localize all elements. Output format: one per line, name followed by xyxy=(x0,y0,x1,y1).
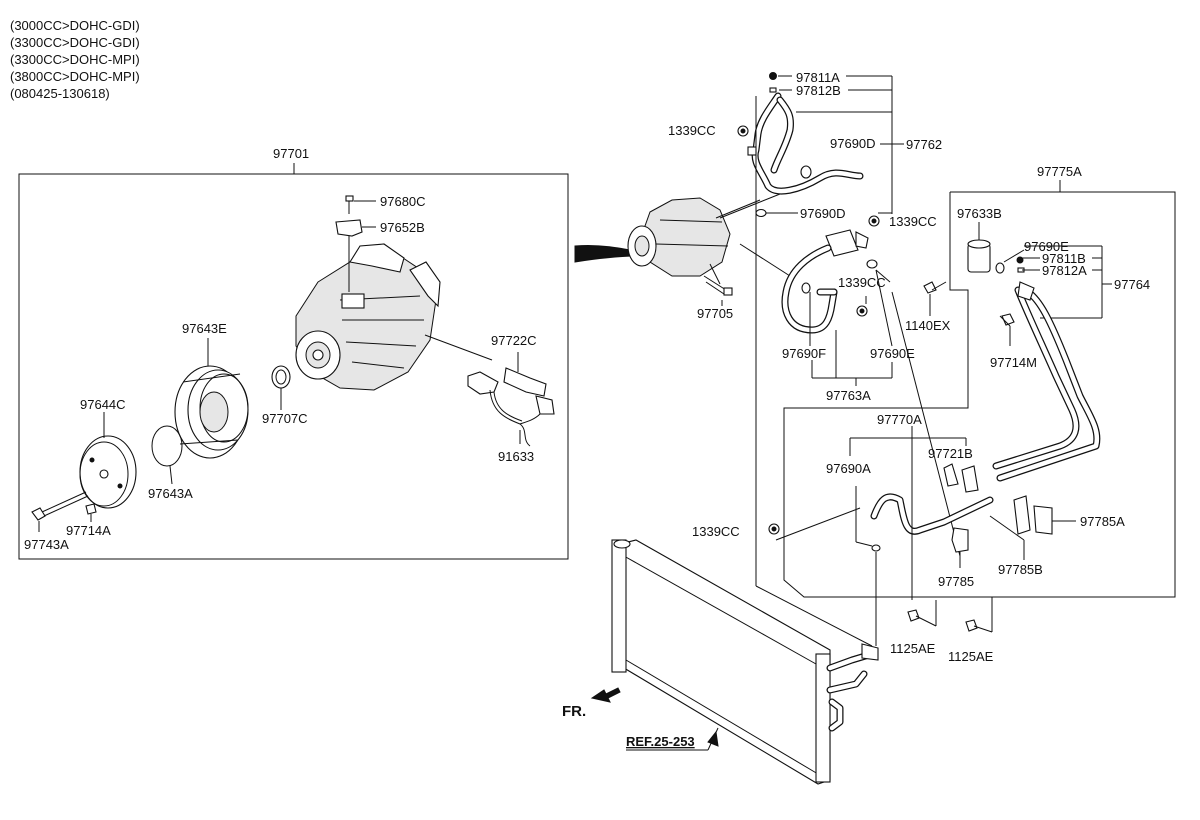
label-97785A: 97785A xyxy=(1080,514,1125,529)
wiring-91633-drawing xyxy=(467,371,555,447)
label-97690A: 97690A xyxy=(826,461,871,476)
hose-97770A-drawing xyxy=(849,426,994,646)
label-1339CC-d: 1339CC xyxy=(692,524,740,539)
hose-97762-drawing xyxy=(719,72,904,219)
label-97643E: 97643E xyxy=(182,321,227,336)
center-compressor-drawing xyxy=(627,197,791,285)
nut-1339CC-a-drawing xyxy=(737,96,757,586)
label-97812B: 97812B xyxy=(796,83,841,98)
label-97714A: 97714A xyxy=(66,523,111,538)
compressor-assembly-group: 97701 97680C 97652B xyxy=(18,146,569,560)
label-1339CC-b: 1339CC xyxy=(889,214,937,229)
applicability-header: (3000CC>DOHC-GDI) (3300CC>DOHC-GDI) (330… xyxy=(10,18,140,101)
label-1140EX: 1140EX xyxy=(905,318,951,333)
compressor-drawing xyxy=(295,243,493,391)
label-97707C: 97707C xyxy=(262,411,308,426)
label-97722C: 97722C xyxy=(491,333,537,348)
label-97690E-b: 97690E xyxy=(1024,239,1069,254)
hose-group-97775A: 97775A 97633B 97690E xyxy=(692,164,1176,646)
hose-97763A-drawing xyxy=(781,229,961,557)
bracket-97785A-drawing xyxy=(989,495,1076,560)
hub-97644C-drawing xyxy=(79,412,137,509)
pulley-97643E-drawing xyxy=(174,338,249,459)
valve-97633B-drawing xyxy=(967,222,991,273)
label-97690F: 97690F xyxy=(782,346,826,361)
hose-97764-drawing xyxy=(992,245,1112,482)
nut-1339CC-b-drawing xyxy=(868,215,880,227)
coil-97707C-drawing xyxy=(271,365,291,410)
bolt-97714M-drawing xyxy=(999,313,1015,346)
header-line: (3300CC>DOHC-GDI) xyxy=(10,35,140,50)
label-1339CC-a: 1339CC xyxy=(668,123,716,138)
label-97743A: 97743A xyxy=(24,537,69,552)
label-97690D-b: 97690D xyxy=(800,206,846,221)
label-97721B: 97721B xyxy=(928,446,973,461)
bolt-97743A-drawing xyxy=(31,491,89,532)
group-97775A-frame xyxy=(783,191,1176,598)
label-1125AE-a: 1125AE xyxy=(890,641,936,656)
label-97811B: 97811B xyxy=(1042,251,1086,266)
label-97644C: 97644C xyxy=(80,397,126,412)
bracket-97652B-drawing xyxy=(335,219,376,292)
header-line: (080425-130618) xyxy=(10,86,110,101)
label-97690E-a: 97690E xyxy=(870,346,915,361)
label-97785B: 97785B xyxy=(998,562,1043,577)
label-97643A: 97643A xyxy=(148,486,193,501)
label-1339CC-c: 1339CC xyxy=(838,275,886,290)
label-97762: 97762 xyxy=(906,137,942,152)
label-91633: 91633 xyxy=(498,449,534,464)
o-ring-97690D-b-drawing xyxy=(755,208,892,218)
header-line: (3300CC>DOHC-MPI) xyxy=(10,52,140,67)
label-97770A: 97770A xyxy=(877,412,922,427)
washer-97714A-drawing xyxy=(85,503,97,522)
label-97763A: 97763A xyxy=(826,388,871,403)
label-1125AE-b: 1125AE xyxy=(948,649,994,664)
label-97690D-a: 97690D xyxy=(830,136,876,151)
label-97714M: 97714M xyxy=(990,355,1037,370)
label-97785: 97785 xyxy=(938,574,974,589)
bolt-1140EX-drawing xyxy=(923,281,947,316)
condenser-drawing xyxy=(611,539,879,785)
header-line: (3800CC>DOHC-MPI) xyxy=(10,69,140,84)
header-line: (3000CC>DOHC-GDI) xyxy=(10,18,140,33)
bolt-1125AE-b-drawing xyxy=(965,597,993,633)
front-direction-indicator: FR. xyxy=(562,687,621,720)
label-97701: 97701 xyxy=(273,146,309,161)
label-97775A: 97775A xyxy=(1037,164,1082,179)
nut-1339CC-d-drawing xyxy=(768,507,861,541)
snap-ring-97643A-drawing xyxy=(151,425,183,485)
reference-callout: REF.25-253 xyxy=(626,727,719,751)
label-97652B: 97652B xyxy=(380,220,425,235)
label-97633B: 97633B xyxy=(957,206,1002,221)
ref-label: REF.25-253 xyxy=(626,734,695,749)
label-97680C: 97680C xyxy=(380,194,426,209)
bolt-97705-drawing xyxy=(703,275,733,306)
bolt-1125AE-a-drawing xyxy=(907,600,937,627)
fr-label: FR. xyxy=(562,703,586,720)
label-97764: 97764 xyxy=(1114,277,1150,292)
switch-97722C-drawing xyxy=(503,352,547,397)
label-97812A: 97812A xyxy=(1042,263,1087,278)
label-97705: 97705 xyxy=(697,306,733,321)
label-97811A: 97811A xyxy=(796,70,840,85)
bracket-97785-drawing xyxy=(951,527,969,568)
bolt-97680C-drawing xyxy=(345,195,376,214)
